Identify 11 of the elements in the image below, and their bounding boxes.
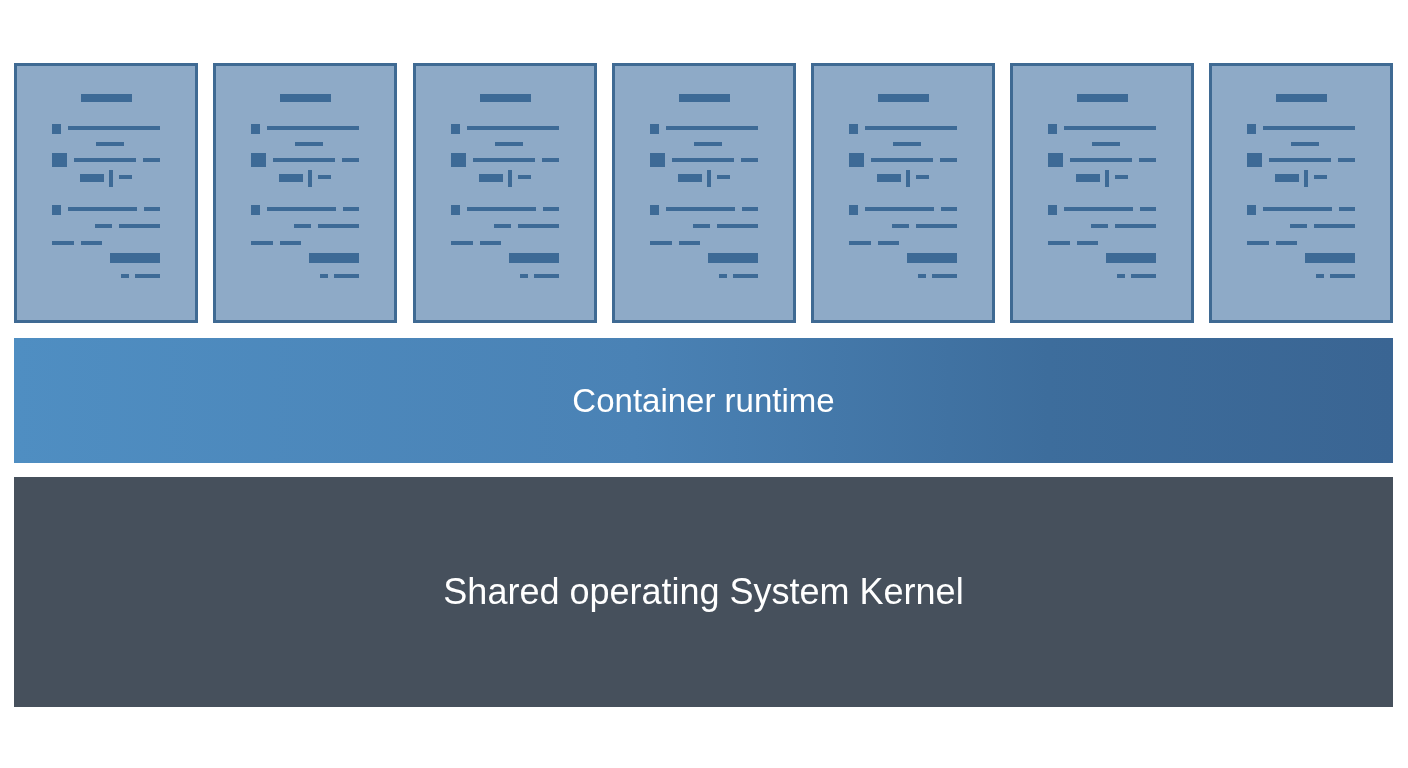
document-illustration <box>612 63 796 323</box>
document-illustration <box>1209 63 1393 323</box>
document-illustration <box>213 63 397 323</box>
document-illustration <box>413 63 597 323</box>
document-illustration <box>14 63 198 323</box>
layer-label: Shared operating System Kernel <box>443 571 964 613</box>
layer-label: Container runtime <box>572 381 835 420</box>
runtime-layer-band <box>14 338 1393 463</box>
kernel-layer-band <box>14 477 1393 707</box>
document-illustration <box>811 63 995 323</box>
document-illustration <box>1010 63 1194 323</box>
